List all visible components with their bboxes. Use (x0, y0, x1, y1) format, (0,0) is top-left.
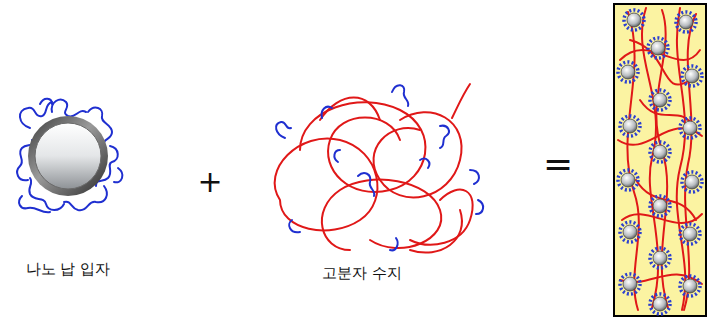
nano-particle (17, 99, 122, 213)
operator-symbol: = (543, 142, 573, 185)
polymer-resin (275, 84, 483, 253)
caption-label: 나노 납 입자 (26, 260, 111, 278)
composite-panel (614, 4, 706, 316)
operator-symbol: + (197, 164, 222, 200)
caption-label: 고분자 수지 (322, 264, 402, 282)
